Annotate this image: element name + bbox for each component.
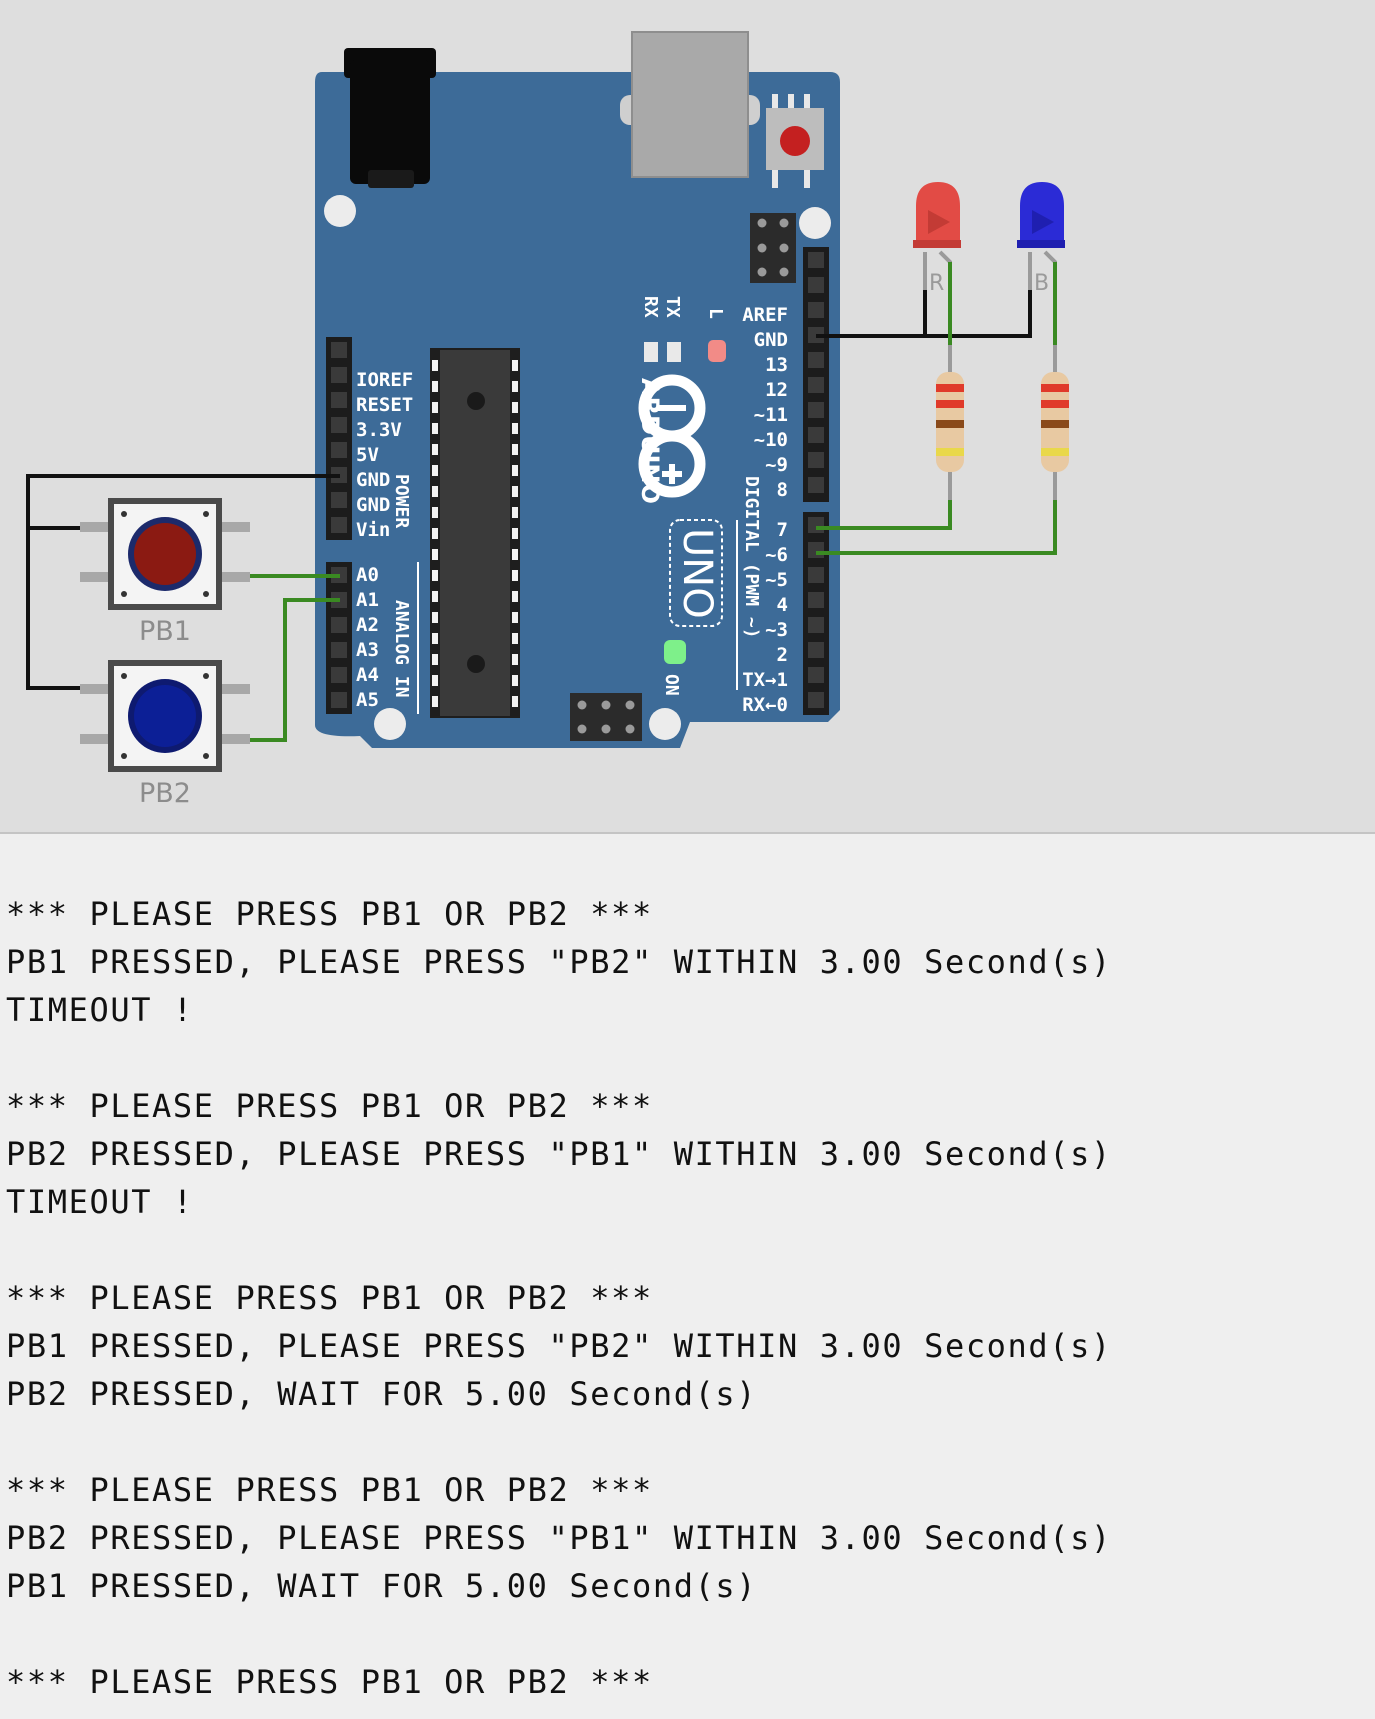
analog-pin-labels: A0 A1 A2 A3 A4 A5 ANALOG IN	[356, 562, 419, 714]
arduino-brand-text: ARDUINO	[636, 378, 664, 504]
pb1-label: PB1	[139, 616, 191, 647]
serial-line: PB1 PRESSED, PLEASE PRESS "PB2" WITHIN 3…	[6, 943, 1112, 981]
wires	[26, 262, 1057, 742]
tx-label: TX	[662, 296, 683, 318]
pin-label-10: ~10	[754, 429, 788, 451]
pin-label-a4: A4	[356, 664, 379, 686]
arduino-logo-icon	[638, 374, 706, 498]
mounting-hole	[799, 207, 831, 239]
on-label: ON	[661, 674, 682, 696]
serial-line	[6, 1418, 1112, 1466]
pin-label-4: 4	[777, 594, 788, 616]
pin-label-reset: RESET	[356, 394, 413, 416]
pb2-label: PB2	[139, 778, 191, 809]
digital-section-label: DIGITAL (PWM ~)	[741, 476, 762, 639]
serial-line: *** PLEASE PRESS PB1 OR PB2 ***	[6, 895, 653, 933]
digital-header-top	[803, 247, 829, 502]
mounting-hole	[374, 708, 406, 740]
reset-button[interactable]	[766, 94, 824, 188]
pin-label-8: 8	[777, 479, 788, 501]
wire-pin6-blue[interactable]	[816, 495, 1057, 555]
serial-monitor[interactable]: *** PLEASE PRESS PB1 OR PB2 *** PB1 PRESS…	[0, 834, 1375, 1719]
icsp-header	[750, 213, 796, 283]
pin-label-gnd-digital: GND	[754, 329, 788, 351]
pin-label-gnd: GND	[356, 469, 390, 491]
l-led-label: L	[705, 308, 726, 319]
usb-port	[620, 31, 760, 178]
mounting-hole	[324, 195, 356, 227]
icsp-header-bottom	[570, 693, 642, 741]
pin-label-tx1: TX→1	[742, 669, 788, 691]
pin-label-ioref: IOREF	[356, 369, 413, 391]
serial-line: PB1 PRESSED, WAIT FOR 5.00 Second(s)	[6, 1567, 758, 1605]
uno-text: UNO	[674, 528, 720, 619]
pin-label-vin: Vin	[356, 519, 390, 541]
simulation-canvas[interactable]: IOREF RESET 3.3V 5V GND GND Vin POWER A0…	[0, 0, 1375, 834]
uno-badge: UNO	[669, 519, 723, 627]
pin-label-a3: A3	[356, 639, 379, 661]
serial-line: PB2 PRESSED, PLEASE PRESS "PB1" WITHIN 3…	[6, 1135, 1112, 1173]
digital-pin-labels: AREF GND 13 12 ~11 ~10 ~9 8 7 ~6 ~5 4 ~3…	[736, 304, 788, 716]
rx-label: RX	[640, 296, 661, 318]
serial-line: TIMEOUT !	[6, 991, 194, 1029]
serial-output: *** PLEASE PRESS PB1 OR PB2 *** PB1 PRESS…	[6, 890, 1112, 1706]
power-section-label: POWER	[391, 474, 412, 528]
pin-label-3: ~3	[765, 619, 788, 641]
pin-label-7: 7	[777, 519, 788, 541]
power-header	[326, 337, 352, 540]
wire-pin7-red[interactable]	[816, 495, 952, 530]
wire-a1-pb2[interactable]	[250, 598, 340, 742]
analog-header	[326, 562, 352, 714]
power-jack	[344, 48, 436, 188]
resistor-blue-circuit[interactable]	[1041, 345, 1069, 500]
serial-line	[6, 1610, 1112, 1658]
analog-section-label: ANALOG IN	[391, 600, 412, 698]
serial-line: PB2 PRESSED, PLEASE PRESS "PB1" WITHIN 3…	[6, 1519, 1112, 1557]
serial-line: *** PLEASE PRESS PB1 OR PB2 ***	[6, 1471, 653, 1509]
led-red[interactable]: R	[913, 182, 961, 345]
serial-line: *** PLEASE PRESS PB1 OR PB2 ***	[6, 1087, 653, 1125]
serial-line	[6, 1226, 1112, 1274]
arduino-uno-board[interactable]: IOREF RESET 3.3V 5V GND GND Vin POWER A0…	[315, 31, 840, 748]
pin-label-5: ~5	[765, 569, 788, 591]
wire-gnd-buttons[interactable]	[26, 474, 340, 690]
pin-label-12: 12	[765, 379, 788, 401]
pin-label-11: ~11	[754, 404, 788, 426]
pushbutton-pb1[interactable]: PB1	[80, 498, 250, 647]
serial-line: PB2 PRESSED, WAIT FOR 5.00 Second(s)	[6, 1375, 758, 1413]
serial-line: *** PLEASE PRESS PB1 OR PB2 ***	[6, 1279, 653, 1317]
pin-label-3v3: 3.3V	[356, 419, 402, 441]
digital-header-bottom	[803, 512, 829, 715]
mounting-hole	[649, 708, 681, 740]
status-leds: RX TX L	[640, 296, 726, 362]
power-on-led: ON	[661, 640, 686, 696]
pin-label-a2: A2	[356, 614, 379, 636]
pushbutton-pb2[interactable]: PB2	[80, 660, 250, 809]
power-pin-labels: IOREF RESET 3.3V 5V GND GND Vin POWER	[356, 369, 413, 541]
pin-label-2: 2	[777, 644, 788, 666]
serial-line: *** PLEASE PRESS PB1 OR PB2 ***	[6, 1663, 653, 1701]
pin-label-6: ~6	[765, 544, 788, 566]
serial-line: PB1 PRESSED, PLEASE PRESS "PB2" WITHIN 3…	[6, 1327, 1112, 1365]
pin-label-gnd: GND	[356, 494, 390, 516]
atmega-chip	[430, 348, 520, 718]
serial-line: TIMEOUT !	[6, 1183, 194, 1221]
serial-line	[6, 1034, 1112, 1082]
resistor-red-circuit[interactable]	[936, 345, 964, 500]
pin-label-a5: A5	[356, 689, 379, 711]
pin-label-a0: A0	[356, 564, 379, 586]
led-blue-label: B	[1034, 271, 1049, 296]
pin-label-13: 13	[765, 354, 788, 376]
led-blue[interactable]: B	[1017, 182, 1065, 345]
pin-label-aref: AREF	[742, 304, 788, 326]
pin-label-5v: 5V	[356, 444, 379, 466]
led-red-label: R	[929, 271, 944, 296]
pin-label-a1: A1	[356, 589, 379, 611]
pin-label-rx0: RX←0	[742, 694, 788, 716]
pin-label-9: ~9	[765, 454, 788, 476]
